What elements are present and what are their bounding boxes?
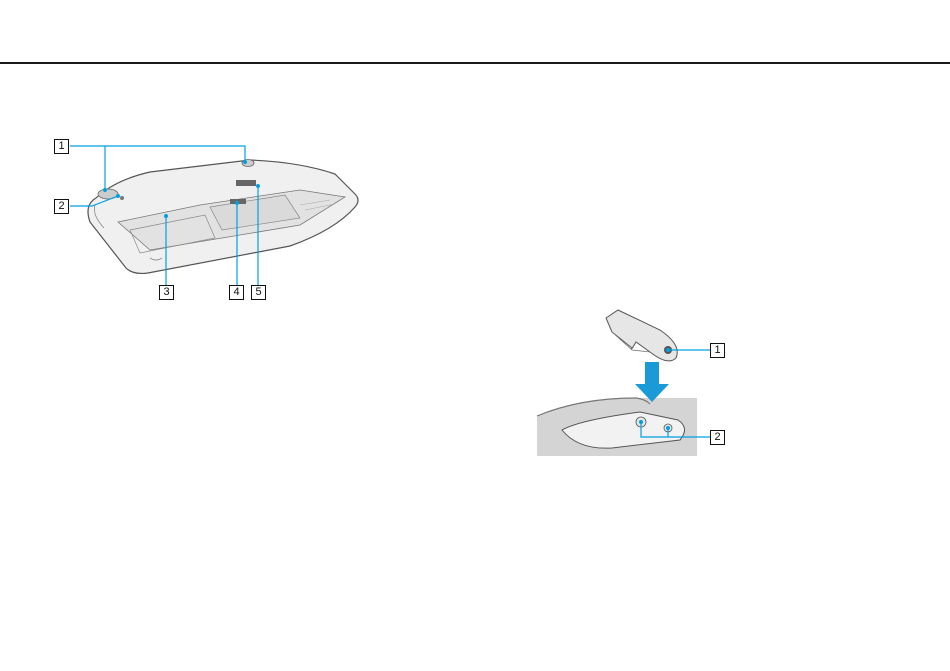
computer-bottom-illustration — [0, 0, 380, 320]
foot-callout-1: 1 — [710, 343, 725, 358]
foot-recess — [562, 412, 685, 448]
leader-1b — [105, 146, 245, 162]
speaker-grille — [120, 196, 124, 200]
leader-1a — [70, 146, 105, 190]
callout-5: 5 — [251, 285, 266, 300]
surface-panel — [537, 398, 697, 456]
computer-bottom-figure: 1 2 3 4 5 — [0, 0, 380, 320]
callout-3: 3 — [159, 285, 174, 300]
vent-slot — [236, 180, 256, 186]
foot-leader-lines — [641, 350, 710, 437]
callout-4: 4 — [229, 285, 244, 300]
down-arrow-icon — [635, 362, 669, 402]
callout-1: 1 — [54, 139, 69, 154]
hole-front — [636, 417, 646, 427]
foot-callout-2: 2 — [710, 430, 725, 445]
foot-leader-2a — [641, 422, 710, 437]
hole-back — [664, 424, 672, 432]
callout-2: 2 — [54, 199, 69, 214]
foot-part — [606, 310, 677, 361]
foot-pin — [664, 346, 672, 354]
